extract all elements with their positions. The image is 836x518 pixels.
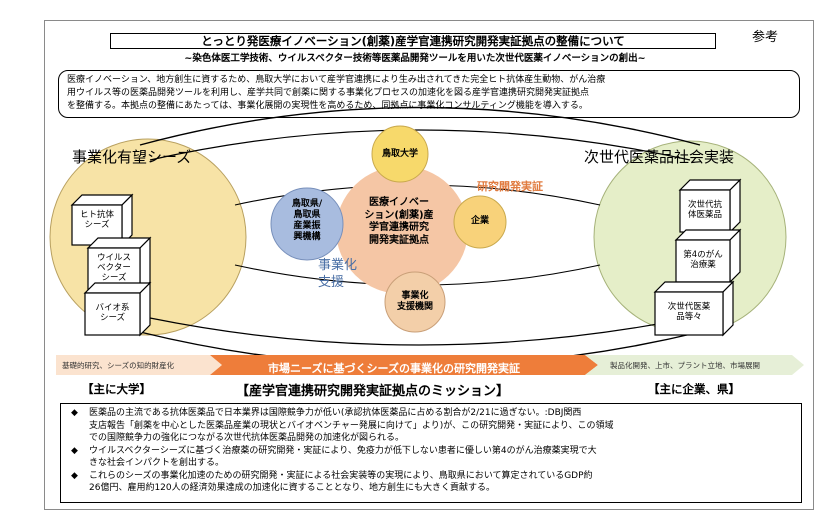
cube-antibody — [70, 193, 134, 247]
rd-label: 研究開発実証 — [477, 180, 543, 193]
bullet-line: 26億円、雇用約120人の経済効果達成の加速化に資することとなり、地方創生にも大… — [89, 483, 496, 493]
node-support: 事業化 支援機関 — [396, 291, 433, 312]
bullet-line: 医薬品の主流である抗体医薬品で日本業界は国際競争力が低い(承認抗体医薬品に占める… — [89, 408, 582, 418]
node-center: 医療イノベー ション(創薬)産 学官連携研究 開発実証拠点 — [364, 197, 434, 246]
arc-bottom-inner — [149, 317, 691, 346]
bullet-line: 支店報告「創薬を中心とした医薬品産業の現状とバイオベンチャー発展に向けて」より)… — [89, 420, 614, 431]
arc-top-inner — [149, 129, 691, 161]
arrow-main-text: 市場ニーズに基づくシーズの事業化の研究開発実証 — [268, 362, 520, 375]
university-circle — [371, 125, 429, 183]
bullet-line: きな社会インパクトを創出する。 — [89, 458, 225, 468]
bullet-item: ◆ これらのシーズの事業化加速のための研究開発・実証による社会実装等の実現により… — [71, 470, 791, 495]
support-circle — [384, 271, 446, 333]
arrow-left-band — [56, 355, 222, 375]
page-frame — [44, 20, 814, 510]
bullet-line: ウイルスベクターシーズに基づく治療薬の研究開発・実証により、免疫力が低下しない患… — [89, 445, 597, 456]
row-label-university: 【主に大学】 — [82, 382, 151, 396]
bullet-line: これらのシーズの事業化加速のための研究開発・実証による社会実装等の実現により、鳥… — [89, 470, 593, 481]
intro-line: 用ウイルス等の医薬品開発ツールを利用し、産学共同で創薬に関する事業化プロセスの加… — [67, 88, 590, 98]
page-subtitle: ~染色体医工学技術、ウイルスベクター技術等医薬品開発ツールを用いた次世代医薬イノ… — [184, 53, 646, 64]
company-circle — [453, 195, 507, 249]
commercial-label: 事業化 支援 — [318, 258, 358, 290]
arc-top-outer — [139, 106, 701, 146]
node-company: 企業 — [470, 216, 489, 226]
diamond-icon: ◆ — [71, 470, 78, 481]
arrow-right-band — [585, 355, 804, 375]
arrow-left-text: 基礎的研究、シーズの知的財産化 — [62, 361, 175, 370]
bullet-item: ◆ 医薬品の主流である抗体医薬品で日本業界は国際競争力が低い(承認抗体医薬品に占… — [71, 407, 791, 445]
cube-next-antibody — [678, 178, 742, 234]
arrow-main-band — [210, 355, 598, 375]
page-title: とっとり発医療イノベーション(創薬)産学官連携研究開発実証拠点の整備について — [110, 33, 716, 49]
cube-label-virus: ウイルス ベクター シーズ — [96, 253, 131, 283]
diamond-icon: ◆ — [71, 408, 78, 418]
cube-label-next-antibody: 次世代抗 体医薬品 — [687, 200, 722, 220]
intro-line: 医療イノベーション、地方創生に資するため、鳥取大学において産学官連携により生み出… — [67, 75, 606, 85]
row-label-company: 【主に企業、県】 — [648, 382, 740, 396]
cube-fourth-cancer — [674, 228, 742, 284]
center-blob — [336, 166, 468, 294]
intro-box: 医療イノベーション、地方創生に資するため、鳥取大学において産学官連携により生み出… — [58, 70, 800, 118]
cube-bio — [83, 281, 152, 337]
cube-label-antibody: ヒト抗体 シーズ — [79, 210, 114, 230]
node-prefecture: 鳥取県/ 鳥取県 産業振 興機構 — [291, 199, 323, 242]
right-heading: 次世代医薬品社会実装 — [584, 148, 735, 166]
intro-line: を整備する。本拠点の整備にあたっては、事業化展開の実現性を高めるため、同拠点に事… — [67, 101, 588, 111]
cube-label-next-drugs: 次世代医薬 品等々 — [667, 302, 711, 322]
reference-label: 参考 — [752, 30, 779, 45]
prefecture-circle — [270, 187, 344, 261]
arrow-right-text: 製品化開発、上市、プラント立地、市場展開 — [610, 361, 760, 370]
cube-label-bio: バイオ系 シーズ — [95, 303, 130, 323]
bullet-box: ◆ 医薬品の主流である抗体医薬品で日本業界は国際競争力が低い(承認抗体医薬品に占… — [60, 403, 802, 503]
diamond-icon: ◆ — [71, 445, 78, 456]
cube-next-drugs — [653, 280, 735, 337]
bullet-item: ◆ ウイルスベクターシーズに基づく治療薬の研究開発・実証により、免疫力が低下しな… — [71, 445, 791, 470]
row-label-mission: 【産学官連携研究開発実証拠点のミッション】 — [236, 384, 510, 399]
left-heading: 事業化有望シーズ — [72, 148, 192, 166]
cube-label-fourth-cancer: 第4のがん 治療薬 — [683, 250, 723, 270]
node-university: 鳥取大学 — [381, 149, 418, 159]
bullet-line: での国際競争力の強化につながる次世代抗体医薬品開発の加速化が図られる。 — [89, 433, 405, 443]
